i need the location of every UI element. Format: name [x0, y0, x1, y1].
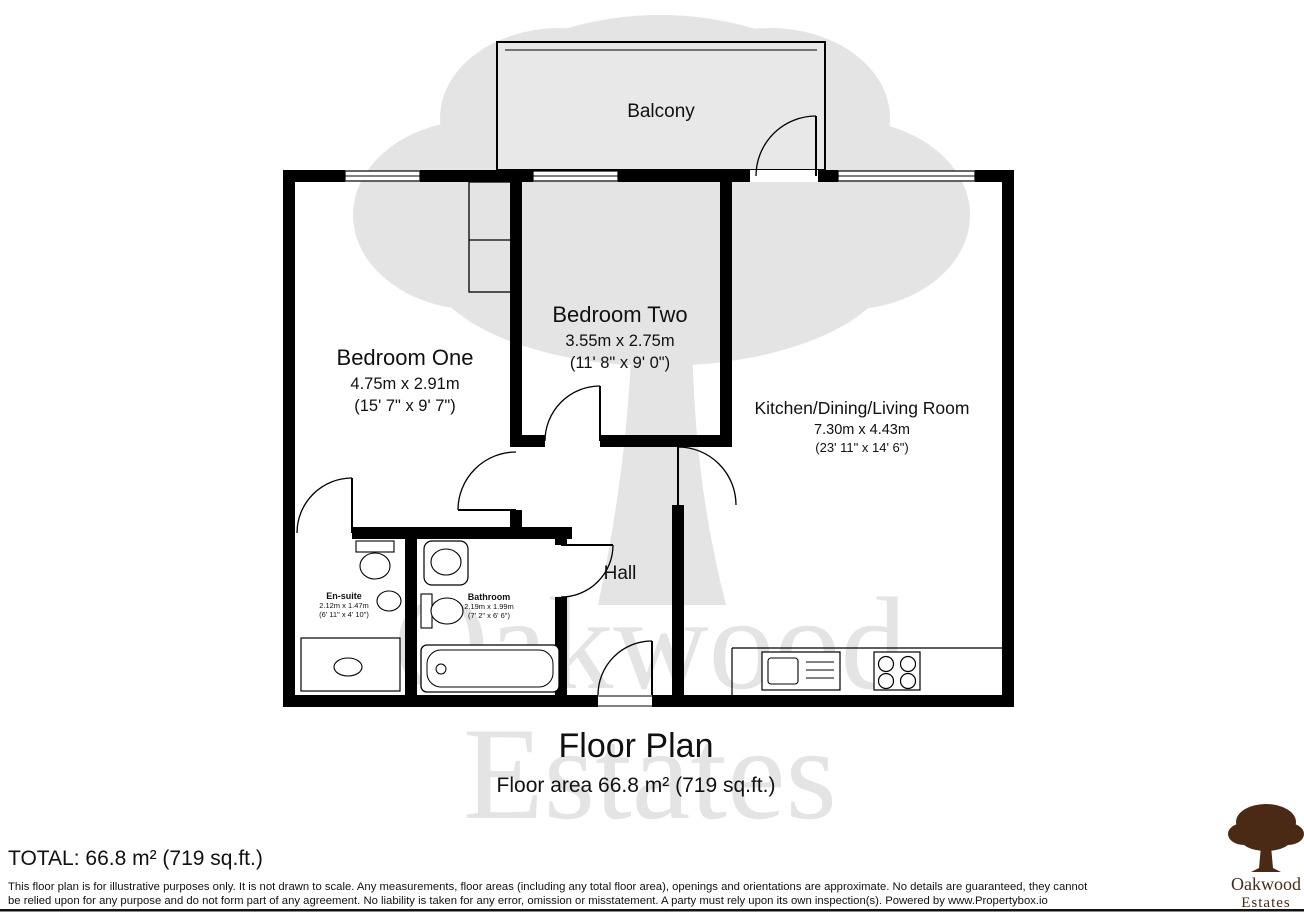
- wardrobe: [468, 181, 512, 293]
- balcony-outline: [496, 41, 826, 171]
- living-room-door-swing: [677, 446, 737, 506]
- oakwood-logo: Oakwood Estates: [1228, 804, 1304, 911]
- walls: [283, 170, 1014, 707]
- hall-label: Hall: [604, 563, 637, 584]
- logo-name-line2: Estates: [1241, 895, 1291, 911]
- logo-name-line1: Oakwood: [1231, 874, 1301, 894]
- windows: [344, 170, 976, 182]
- ensuite-imperial: (6' 11" x 4' 10"): [319, 610, 369, 619]
- bedroom-one-imperial: (15' 7" x 9' 7"): [354, 397, 455, 415]
- ensuite-metric: 2.12m x 1.47m: [319, 601, 369, 610]
- disclaimer-line2: be relied upon for any purpose and do no…: [8, 895, 1048, 907]
- footer: Floor Plan Floor area 66.8 m² (719 sq.ft…: [0, 727, 1304, 912]
- entrance-door-opening: [598, 695, 652, 707]
- watermark-text-line2: Estates: [463, 700, 837, 847]
- bathroom-label: Bathroom: [468, 592, 511, 602]
- kitchen-living-imperial: (23' 11" x 14' 6"): [815, 440, 908, 455]
- balcony-door-opening: [750, 170, 818, 182]
- fixtures: [300, 181, 1002, 695]
- bathtub: [420, 644, 560, 693]
- ensuite-shower: [300, 637, 401, 692]
- bathroom-metric: 2.19m x 1.99m: [464, 602, 514, 611]
- ensuite-door-swing: [296, 477, 353, 534]
- disclaimer-line1: This floor plan is for illustrative purp…: [8, 881, 1088, 893]
- bottom-border-line: [0, 909, 1304, 912]
- bedroom-two-imperial: (11' 8" x 9' 0"): [570, 354, 670, 372]
- entrance-door-swing: [597, 640, 653, 696]
- bedroom-one-label: Bedroom One: [337, 345, 474, 370]
- total-area-text: TOTAL: 66.8 m² (719 sq.ft.): [8, 847, 263, 870]
- bedroom-two-door-swing: [544, 385, 601, 442]
- room-labels: Balcony Bedroom One 4.75m x 2.91m (15' 7…: [319, 101, 969, 620]
- kitchen-sink: [761, 651, 841, 691]
- ensuite-toilet: [355, 540, 395, 580]
- floor-area-text: Floor area 66.8 m² (719 sq.ft.): [497, 774, 776, 797]
- balcony-area: [496, 41, 826, 171]
- kitchen-living-metric: 7.30m x 4.43m: [814, 422, 910, 438]
- floor-plan-title: Floor Plan: [559, 727, 714, 765]
- ensuite-basin: [376, 590, 402, 612]
- bathroom-door-swing: [560, 544, 614, 598]
- bedroom-one-door-swing: [457, 451, 517, 511]
- bathroom-basin: [423, 540, 469, 586]
- bathroom-imperial: (7' 2" x 6' 6"): [468, 611, 510, 620]
- oakwood-logo-tree-icon: [1228, 804, 1304, 872]
- balcony-door-swing: [755, 115, 817, 177]
- bathroom-toilet: [420, 593, 464, 629]
- kitchen-living-label: Kitchen/Dining/Living Room: [755, 398, 970, 418]
- kitchen-hob: [873, 651, 921, 691]
- doors: [296, 115, 818, 707]
- ensuite-label: En-suite: [326, 591, 362, 601]
- bedroom-two-label: Bedroom Two: [552, 302, 687, 327]
- balcony-label: Balcony: [627, 101, 695, 122]
- bedroom-one-metric: 4.75m x 2.91m: [350, 375, 459, 393]
- bedroom-two-metric: 3.55m x 2.75m: [565, 332, 674, 350]
